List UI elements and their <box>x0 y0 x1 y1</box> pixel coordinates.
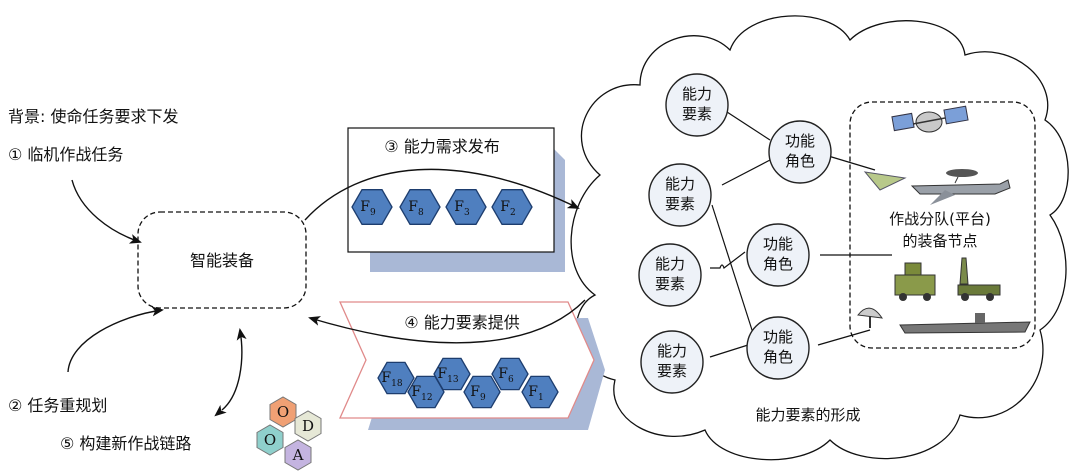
function-role-3: 功能 角色 <box>746 316 810 380</box>
svg-text:要素: 要素 <box>655 275 685 293</box>
task-text: ① 临机作战任务 <box>8 145 123 164</box>
svg-text:要素: 要素 <box>657 362 687 380</box>
smart-equipment-box <box>137 211 307 309</box>
satellite-icon <box>891 105 969 133</box>
provide-hex-4: F9 <box>463 375 501 409</box>
svg-text:角色: 角色 <box>763 348 793 366</box>
svg-text:角色: 角色 <box>785 152 815 170</box>
link-text: ⑤ 构建新作战链路 <box>60 434 191 453</box>
ooda-hex-d: D <box>294 410 322 442</box>
svg-text:角色: 角色 <box>763 255 793 273</box>
svg-text:作战分队(平台): 作战分队(平台) <box>889 210 991 228</box>
function-role-1: 功能 角色 <box>768 120 832 184</box>
svg-text:功能: 功能 <box>763 235 793 253</box>
release-hex-1: F9 <box>351 189 393 225</box>
release-hex-3: F3 <box>445 189 487 225</box>
provide-hex-2: F12 <box>407 375 445 409</box>
capability-element-2: 能力 要素 <box>648 163 712 227</box>
provide-title: ④ 能力要素提供 <box>404 313 519 332</box>
provide-hex-5: F6 <box>491 357 529 391</box>
capability-element-1: 能力 要素 <box>665 73 729 137</box>
arrow-link <box>214 328 247 417</box>
release-hex-4: F2 <box>491 189 533 225</box>
radar-dish-icon <box>857 307 884 328</box>
fighter-jet-icon <box>863 171 907 191</box>
ooda-hex-o1: O <box>269 396 297 428</box>
release-title: ③ 能力需求发布 <box>384 137 499 156</box>
capability-element-3: 能力 要素 <box>638 243 702 307</box>
svg-text:的装备节点: 的装备节点 <box>902 232 977 250</box>
aircraft-carrier-icon <box>899 313 1031 334</box>
ooda-hex-o2: O <box>256 424 284 456</box>
svg-text:功能: 功能 <box>785 132 815 150</box>
arrow-release <box>304 168 580 221</box>
provide-hex-1: F18 <box>377 361 415 395</box>
ooda-letter: O <box>264 431 276 449</box>
svg-text:能力: 能力 <box>657 342 687 360</box>
svg-text:能力: 能力 <box>682 85 712 103</box>
svg-text:能力: 能力 <box>655 255 685 273</box>
release-hex-2: F8 <box>399 189 441 225</box>
svg-text:能力: 能力 <box>665 175 695 193</box>
arrow-task <box>71 179 142 244</box>
formation-cloud <box>570 15 1069 461</box>
missile-launcher-icon <box>957 257 1001 301</box>
platform-node-box <box>849 101 1036 349</box>
platform-label: 作战分队(平台) 的装备节点 <box>889 210 991 250</box>
svg-text:要素: 要素 <box>682 105 712 123</box>
awacs-aircraft-icon <box>910 169 1011 205</box>
background-text: 背景: 使命任务要求下发 <box>8 107 178 126</box>
ooda-letter: D <box>302 417 314 435</box>
radar-truck-icon <box>894 262 936 301</box>
replan-text: ② 任务重规划 <box>8 396 107 415</box>
formation-caption: 能力要素的形成 <box>755 406 860 424</box>
function-role-2: 功能 角色 <box>746 223 810 287</box>
smart-equipment-label: 智能装备 <box>190 251 254 270</box>
provide-hex-6: F1 <box>521 375 559 409</box>
provide-hex-3: F13 <box>433 357 471 391</box>
ooda-letter: O <box>277 403 289 421</box>
ooda-letter: A <box>292 446 304 464</box>
arrow-replan <box>67 306 164 373</box>
svg-text:功能: 功能 <box>763 328 793 346</box>
ooda-hex-a: A <box>284 439 312 471</box>
capability-element-4: 能力 要素 <box>640 330 704 394</box>
arrow-provide <box>308 299 586 344</box>
svg-text:要素: 要素 <box>665 195 695 213</box>
